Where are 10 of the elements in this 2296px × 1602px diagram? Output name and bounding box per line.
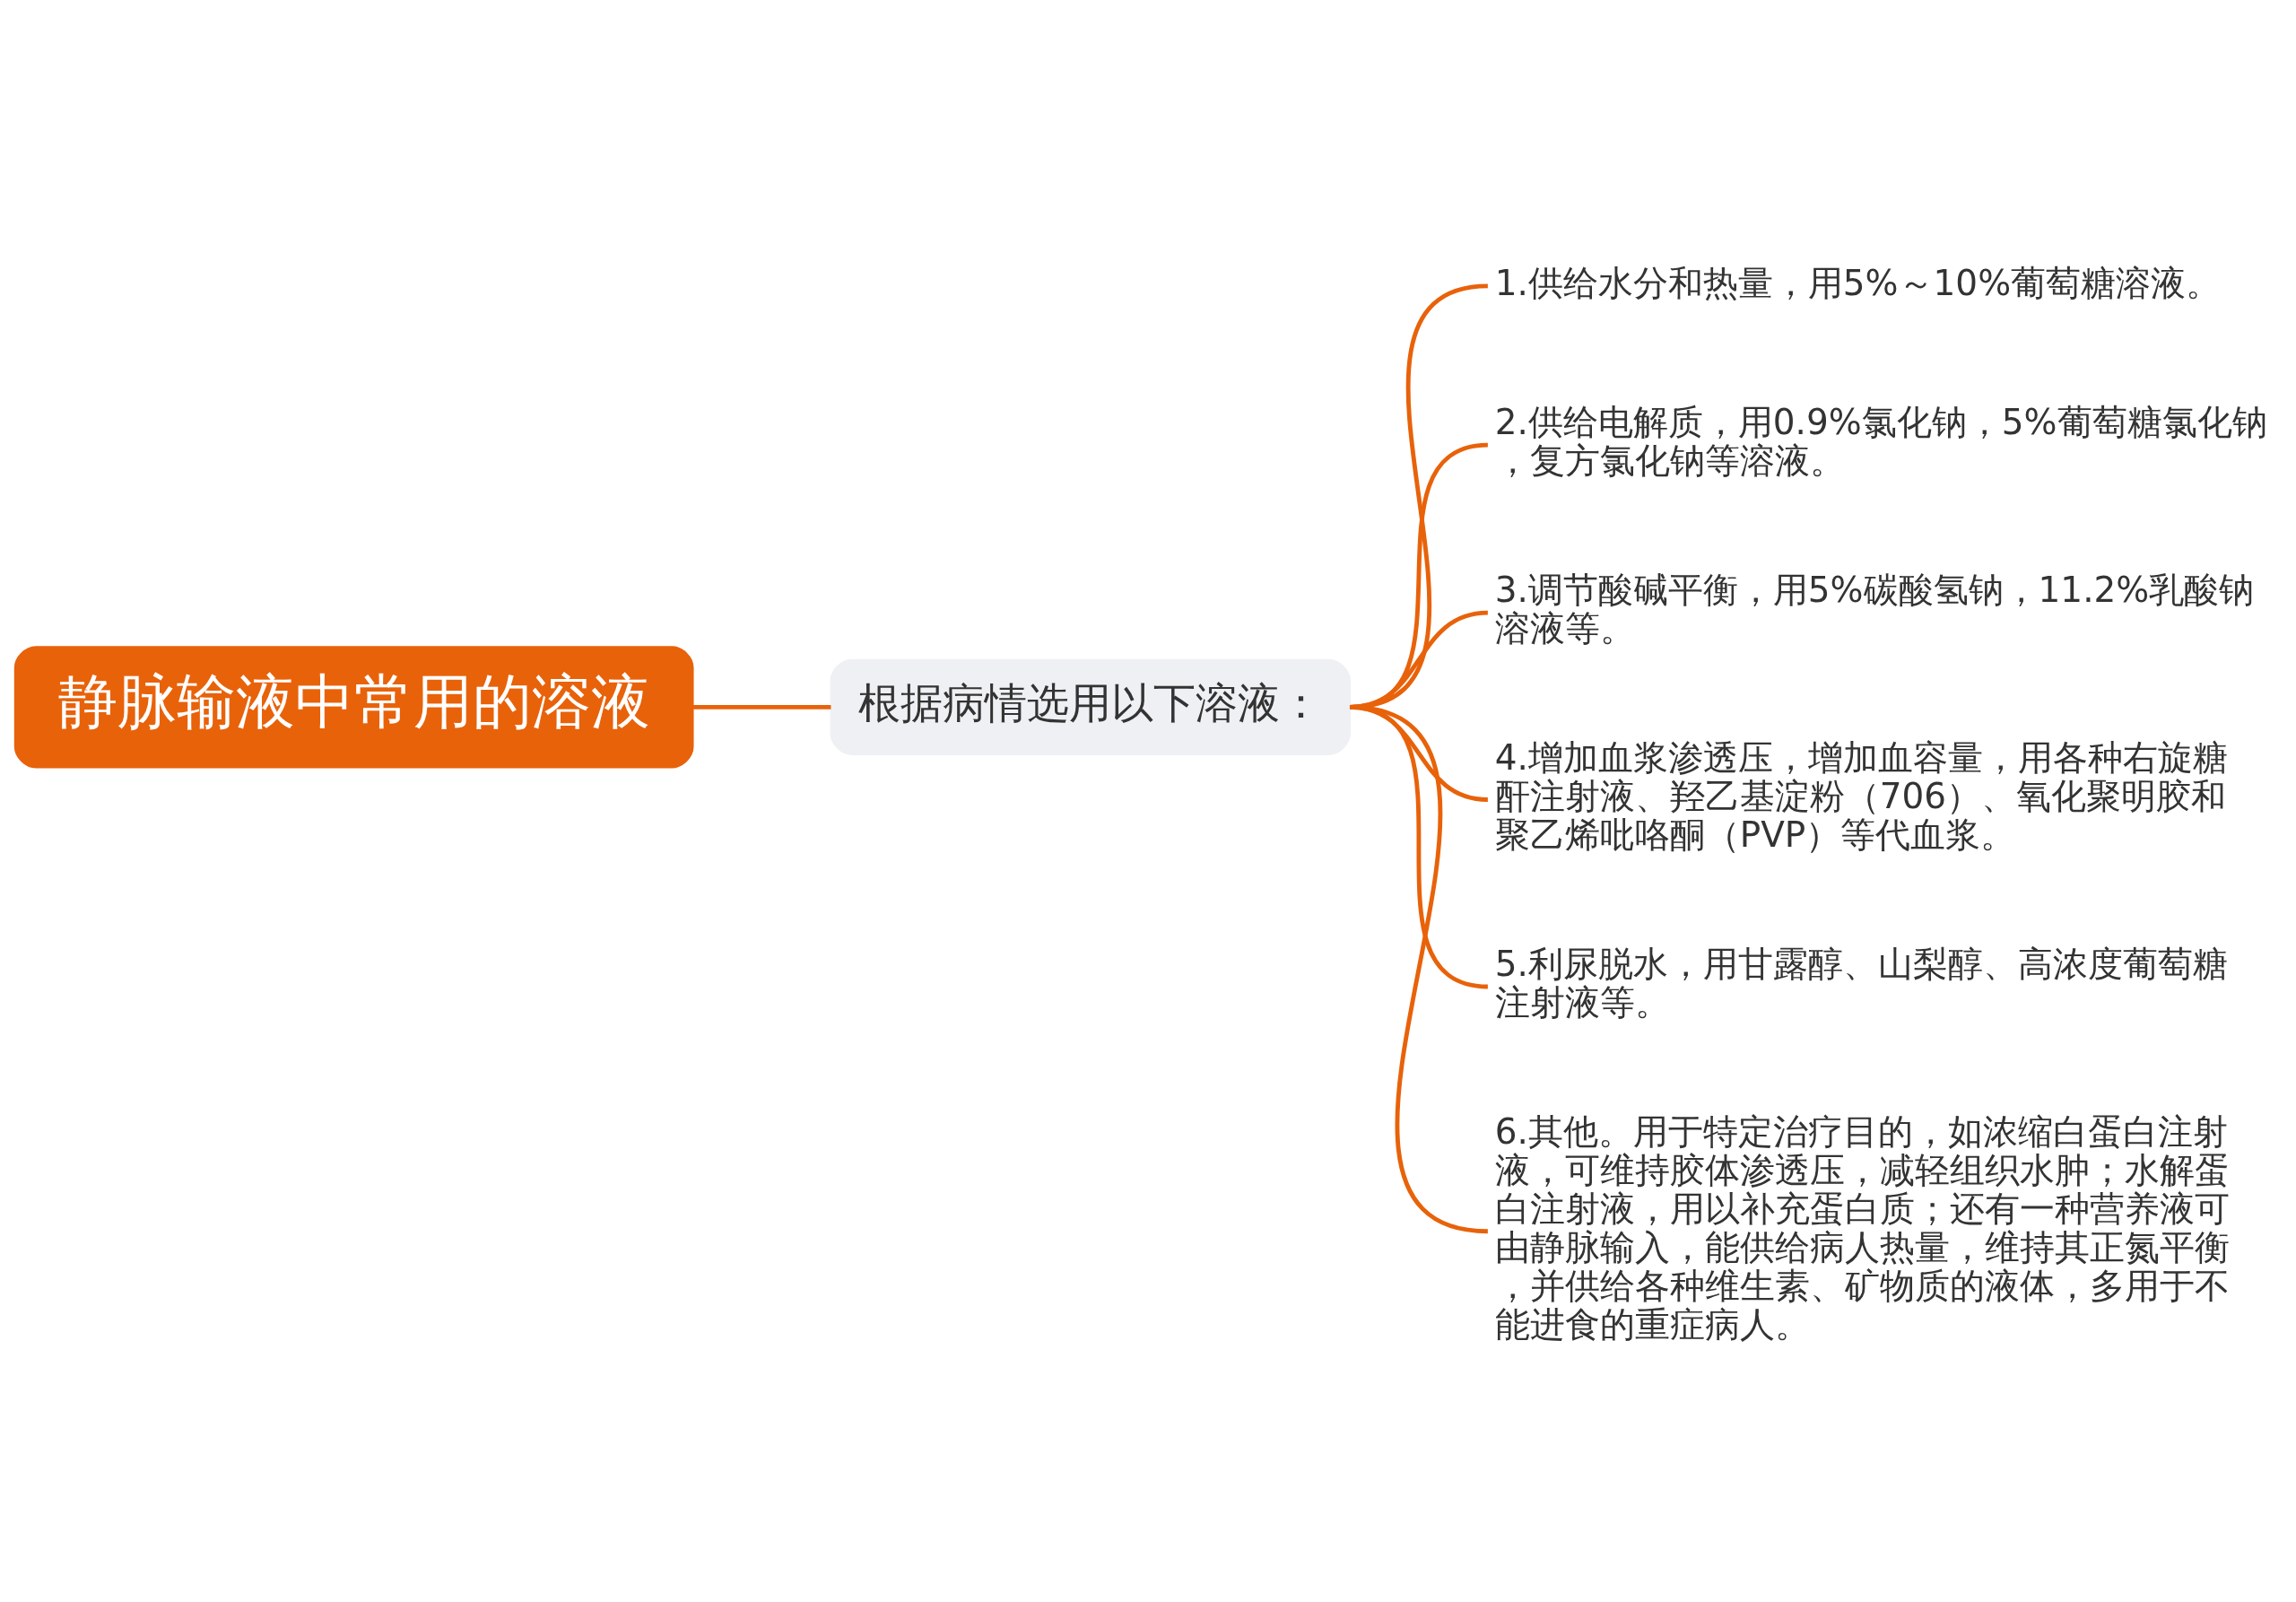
node-text: 3.调节酸碱平衡，用5%碳酸氢钠，11.2%乳酸钠溶液等。: [1494, 569, 2255, 649]
node-box: 静脉输液中常用的溶液: [13, 645, 694, 768]
node-text: 1.供给水分和热量，用5%～10%葡萄糖溶液。: [1494, 262, 2222, 303]
node-box: 根据病情选用以下溶液：: [830, 658, 1351, 755]
node-text: 2.供给电解质，用0.9%氯化钠，5%葡萄糖氯化钠，复方氯化钠等溶液。: [1494, 401, 2267, 481]
connector: [1349, 704, 1489, 1233]
connector: [692, 704, 831, 710]
node-text: 4.增加血浆渗透压，增加血容量，用各种右旋糖酐注射液、羟乙基淀粉（706）、氧化聚明胶和聚乙烯吡咯酮（PVP）等代血浆。: [1494, 736, 2228, 855]
node-text: 5.利尿脱水，用甘露醇、山梨醇、高浓度葡萄糖注射液等。: [1494, 943, 2228, 1023]
node-text: 6.其他。用于特定治疗目的，如浓缩白蛋白注射液，可维持胶体渗透压，减轻组织水肿；水解蛋白注射液，用以补充蛋白质；还有一种营养液可由静脉输入，能供给病人热量，维持其正氮平衡，并供给各种维生素、矿物质的液体，多用于不能进食的重症病人。: [1494, 1110, 2230, 1345]
